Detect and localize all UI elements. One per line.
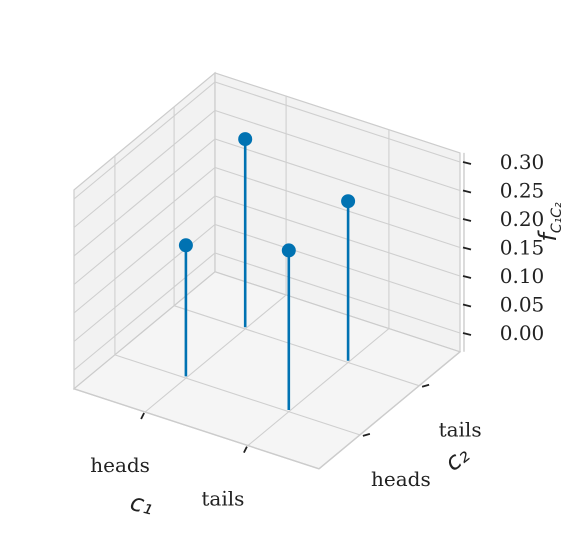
z-tick-label: 0.05 [500,293,545,317]
stem-marker [238,132,253,147]
z-tick [462,161,472,165]
z-tick-label: 0.00 [500,321,545,345]
stem-marker [341,194,356,209]
z-tick [462,332,472,336]
z-tick-label: 0.30 [500,150,545,174]
z-tick [462,275,472,279]
y-tick-label: heads [371,467,431,491]
stem-marker [281,243,296,258]
tick-labels: 0.00 0.05 0.10 0.15 0.20 0.25 0.30 heads tails he… [90,150,544,511]
z-tick [462,303,472,308]
y-axis-line [318,351,461,470]
axis-ticks [140,161,472,454]
axes-panes [72,71,462,470]
x-tick-label: tails [201,487,244,511]
x-tick [243,446,248,454]
z-grid-line [73,252,461,371]
z-tick [462,189,472,194]
grid-lines [73,81,465,470]
z-grid-line [73,166,461,285]
y-tick [421,383,430,388]
z-tick-label: 0.25 [500,179,545,203]
y-grid-line [114,155,361,436]
x-axis-label: c₁ [127,488,156,521]
y-axis-label: c₂ [439,440,475,476]
y-grid-line [173,106,420,387]
x-grid-line [144,96,287,413]
x-axis-line [73,388,320,470]
z-tick [462,246,472,251]
z-grid-line [73,81,461,200]
y-tick [362,433,371,437]
z-tick-label: 0.10 [500,264,545,288]
z-grid-line [73,138,461,257]
x-grid-line [247,129,390,447]
z-tick-label: 0.20 [500,207,545,231]
z-tick-label: 0.15 [500,236,545,260]
x-tick [140,412,145,420]
data-stems [178,132,356,410]
x-tick-label: heads [90,453,150,477]
y-tick-label: tails [439,418,482,442]
z-grid-line [73,195,461,314]
z-tick [462,218,472,222]
z-grid-line [73,223,461,342]
z-grid-line [73,109,461,228]
stem-marker [178,238,193,253]
z-axis-label-sub: C₁C₂ [549,202,565,233]
